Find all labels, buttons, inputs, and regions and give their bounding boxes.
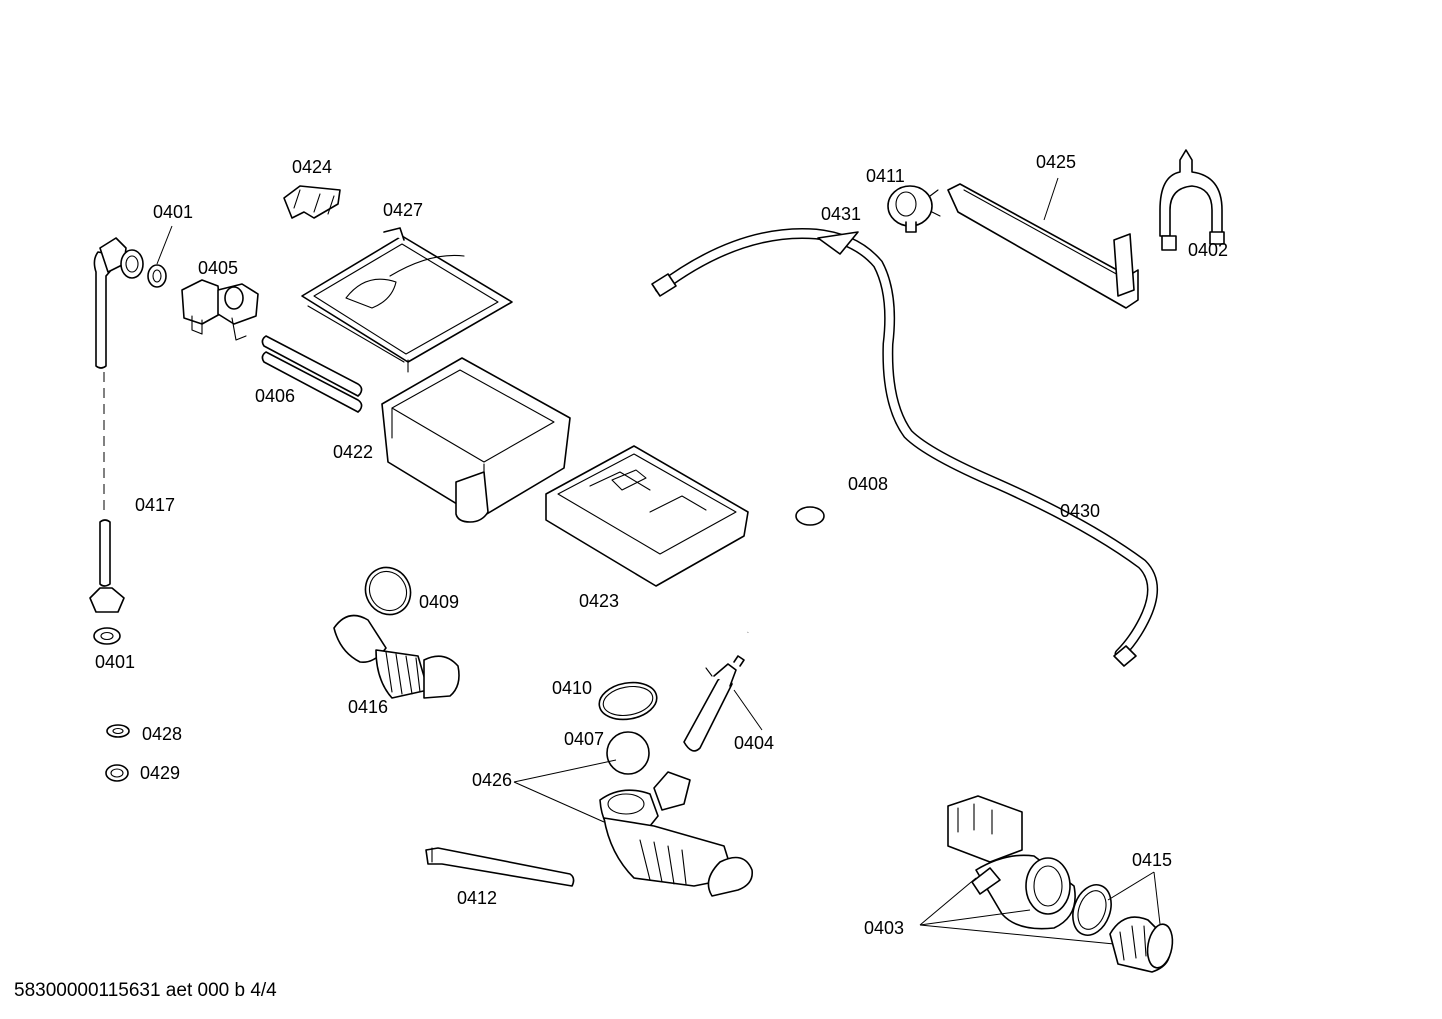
label-0403: 0403 (864, 918, 904, 938)
part-0407-ball (606, 731, 650, 775)
label-0430: 0430 (1060, 501, 1100, 521)
part-0410-ring (598, 681, 658, 721)
label-0416: 0416 (348, 697, 388, 717)
label-0404: 0404 (734, 733, 774, 753)
part-0428-washer (106, 724, 130, 738)
part-0405-valve (181, 279, 259, 341)
part-0411-pressure-switch (887, 185, 941, 233)
part-0401-seal-bottom (93, 627, 121, 645)
part-0406-tubes (261, 335, 363, 413)
label-0427: 0427 (383, 200, 423, 220)
part-0403-pump (919, 795, 1115, 945)
label-0429: 0429 (140, 763, 180, 783)
part-0423-drawer (545, 445, 749, 587)
part-0425-rail (947, 177, 1139, 309)
document-code: 58300000115631 aet 000 b 4/4 (14, 980, 277, 1001)
label-0426: 0426 (472, 770, 512, 790)
label-0407: 0407 (564, 729, 604, 749)
part-0431-hose (651, 227, 1158, 667)
label-0431: 0431 (821, 204, 861, 224)
part-0424-clip (283, 185, 341, 219)
part-0426-sump (513, 759, 754, 897)
part-0427-dispenser-cover (301, 227, 513, 373)
label-0401-top: 0401 (153, 202, 193, 222)
label-0408: 0408 (848, 474, 888, 494)
label-0410: 0410 (552, 678, 592, 698)
part-0404-sensor (683, 655, 763, 752)
label-0409: 0409 (419, 592, 459, 612)
part-0409-ring (364, 566, 412, 616)
part-0416-bellows (333, 614, 460, 699)
label-0402: 0402 (1188, 240, 1228, 260)
label-0425: 0425 (1036, 152, 1076, 172)
part-0401-seal-top (147, 225, 173, 288)
label-0415: 0415 (1132, 850, 1172, 870)
label-0424: 0424 (292, 157, 332, 177)
label-0406: 0406 (255, 386, 295, 406)
part-0408-tube (747, 227, 914, 633)
label-0428: 0428 (142, 724, 182, 744)
part-0415-filter (1072, 871, 1174, 973)
part-0422-drawer-housing (381, 357, 571, 523)
label-0405: 0405 (198, 258, 238, 278)
label-0401-bottom: 0401 (95, 652, 135, 672)
label-0412: 0412 (457, 888, 497, 908)
label-0417: 0417 (135, 495, 175, 515)
part-0412-hose (425, 847, 575, 887)
part-0402-yoke (1159, 149, 1225, 251)
label-0423: 0423 (579, 591, 619, 611)
label-0411: 0411 (866, 166, 905, 186)
label-0422: 0422 (333, 442, 373, 462)
part-0429-nut (105, 764, 129, 782)
part-0417-inlet-hose (89, 237, 144, 613)
